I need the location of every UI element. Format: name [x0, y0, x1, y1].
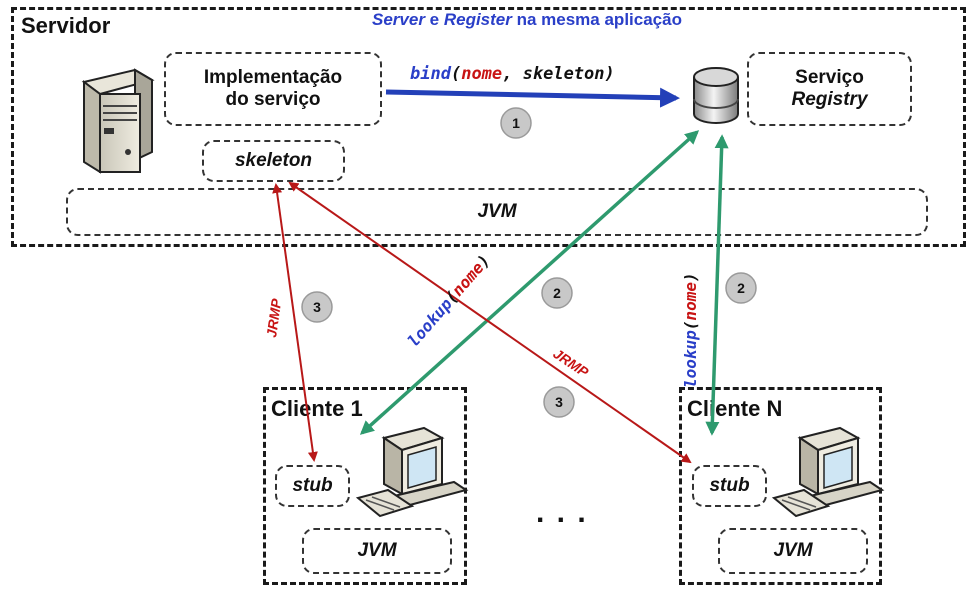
- clients-ellipsis: . . .: [536, 496, 588, 529]
- skeleton-label: skeleton: [234, 150, 313, 171]
- diagram-title: Server e Register na mesma aplicação: [372, 10, 682, 30]
- impl-line-2: do serviço: [225, 89, 321, 110]
- client-n-stub-label: stub: [709, 475, 750, 496]
- jrmp-arrow-client-n: [288, 181, 692, 464]
- service-implementation-box: Implementação do serviço: [164, 52, 382, 126]
- svg-text:1: 1: [512, 115, 520, 131]
- step-badge-2-lookup-client-n: 2: [725, 272, 757, 304]
- title-register: Register: [443, 10, 512, 29]
- title-rest: na mesma aplicação: [511, 10, 682, 29]
- client-n-jvm-box: JVM: [718, 528, 868, 574]
- registry-box: Serviço Registry: [747, 52, 912, 126]
- impl-line-1: Implementação: [203, 67, 343, 88]
- registry-line-2: Registry: [791, 89, 868, 110]
- server-label: Servidor: [21, 13, 111, 38]
- title-server: Server: [372, 10, 425, 29]
- skeleton-box: skeleton: [202, 140, 345, 182]
- client-1-stub-box: stub: [275, 465, 350, 507]
- step-badge-1-bind: 1: [500, 107, 532, 139]
- lookup-call-label-client-n: lookup(nome): [681, 272, 700, 388]
- client-1-stub-label: stub: [292, 475, 333, 496]
- client-n-computer-icon: [771, 426, 885, 518]
- jrmp-arrow-client-1: [272, 183, 318, 462]
- client-n-jvm-label: JVM: [773, 540, 813, 561]
- svg-text:2: 2: [553, 285, 561, 301]
- lookup-arrow-client-1: [359, 130, 700, 435]
- bind-arrow: [385, 87, 680, 108]
- bind-call-label: bind(nome, skeleton): [410, 64, 615, 84]
- client-n-container: [679, 387, 882, 585]
- step-badge-2-lookup-client-1: 2: [541, 277, 573, 309]
- client-n-stub-box: stub: [692, 465, 767, 507]
- lookup-call-label-client-1: lookup(nome): [404, 251, 494, 351]
- registry-database-icon: [693, 67, 739, 124]
- client-1-jvm-label: JVM: [357, 540, 397, 561]
- jrmp-label-client-1: JRMP: [263, 297, 284, 338]
- client-1-computer-icon: [355, 426, 469, 518]
- step-badge-3-jrmp-client-1: 3: [301, 291, 333, 323]
- client-n-label: Cliente N: [687, 396, 783, 421]
- client-1-jvm-box: JVM: [302, 528, 452, 574]
- svg-text:3: 3: [313, 299, 321, 315]
- lookup-arrow-client-n: [705, 134, 729, 436]
- server-tower-icon: [81, 68, 155, 174]
- registry-line-1: Serviço: [795, 67, 864, 88]
- jrmp-label-client-n: JRMP: [550, 345, 592, 380]
- svg-text:2: 2: [737, 280, 745, 296]
- title-e: e: [424, 10, 444, 29]
- svg-text:3: 3: [555, 394, 563, 410]
- step-badge-3-jrmp-client-n: 3: [543, 386, 575, 418]
